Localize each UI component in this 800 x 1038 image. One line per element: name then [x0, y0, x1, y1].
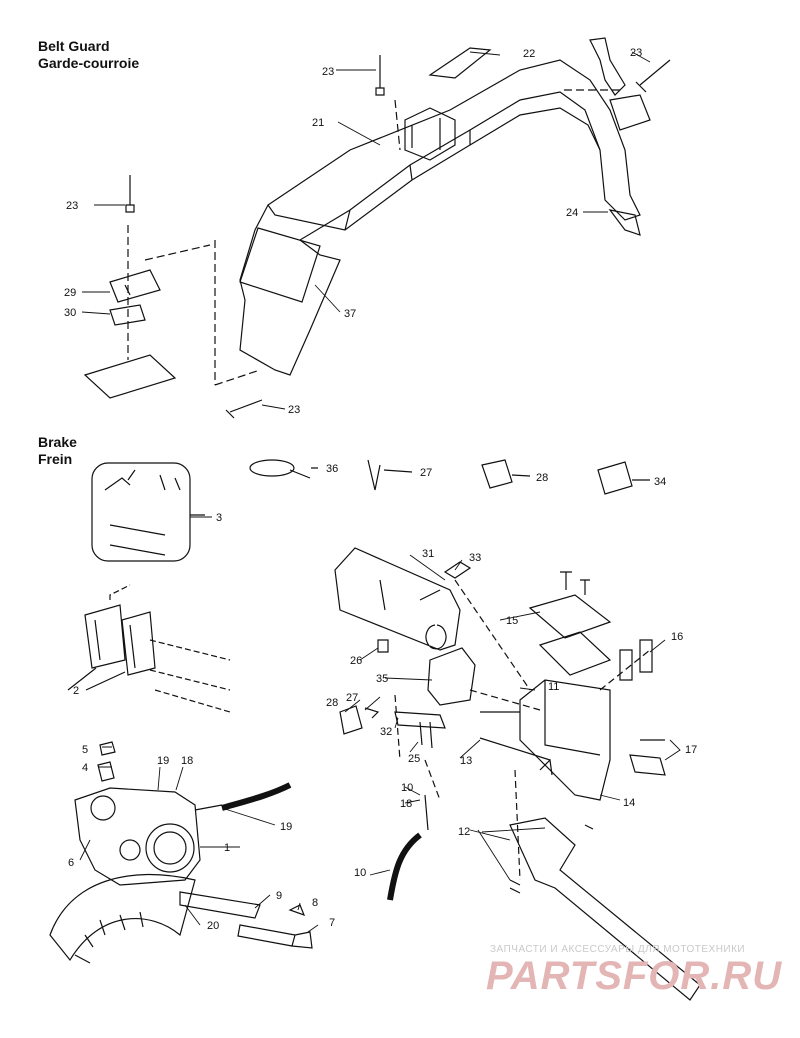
reservoir-cover-15 — [528, 594, 612, 676]
callout-label: 20 — [207, 920, 219, 932]
switch-35 — [427, 647, 476, 706]
callout-label: 19 — [280, 821, 292, 833]
callout-label: 35 — [376, 673, 388, 685]
callout-label: 31 — [422, 548, 434, 560]
brake-title: Brake Frein — [38, 434, 77, 468]
callout-label: 17 — [685, 744, 697, 756]
latch-24 — [608, 209, 641, 236]
callout-label: 25 — [408, 753, 420, 765]
brake-hose-upper — [387, 832, 422, 901]
callout-label: 27 — [346, 692, 358, 704]
bracket-29 — [109, 269, 161, 303]
watermark-tagline: ЗАПЧАСТИ И АКСЕССУАРЫ ДЛЯ МОТОТЕХНИКИ — [490, 944, 746, 955]
kit-box-3 — [91, 462, 191, 562]
clip-22 — [428, 47, 492, 79]
belt-guard-title-en: Belt Guard — [38, 38, 110, 54]
spring-36 — [249, 459, 295, 477]
callout-label: 23 — [322, 66, 334, 78]
callout-label: 22 — [523, 48, 535, 60]
callout-label: 30 — [64, 307, 76, 319]
brake-disc-20 — [49, 873, 196, 962]
callout-label: 29 — [64, 287, 76, 299]
callout-label: 23 — [288, 404, 300, 416]
callout-label: 2 — [73, 685, 79, 697]
label-33 — [443, 561, 472, 579]
belt-guard-top-bracket — [404, 107, 456, 161]
bleeder-cap-5 — [99, 741, 116, 756]
banjo-17 — [629, 739, 666, 776]
belt-guard-title: Belt Guard Garde-courroie — [38, 38, 139, 72]
callout-label: 34 — [654, 476, 666, 488]
caliper-1 — [74, 787, 201, 886]
spacer-9 — [179, 891, 261, 919]
cap-screws — [560, 571, 590, 595]
callout-label: 3 — [216, 512, 222, 524]
housing-31 — [334, 547, 461, 651]
callout-label: 24 — [566, 207, 578, 219]
screws-16 — [619, 639, 653, 681]
screw-26 — [377, 639, 389, 653]
callout-label: 4 — [82, 762, 88, 774]
brake-lever-12 — [509, 817, 701, 1001]
callout-label: 11 — [548, 681, 559, 693]
brake-line-13 — [479, 711, 553, 776]
callout-label: 18 — [400, 798, 412, 810]
callout-label: 10 — [354, 867, 366, 879]
belt-guard-body — [239, 59, 641, 376]
rivet-23-left — [125, 175, 135, 213]
brake-title-fr: Frein — [38, 451, 73, 467]
callout-label: 33 — [469, 552, 481, 564]
plate-30 — [109, 304, 146, 326]
rivet-23-bottom — [225, 399, 263, 419]
screws-25 — [419, 721, 433, 749]
callout-label: 12 — [458, 826, 470, 838]
callout-label: 1 — [224, 842, 230, 854]
callout-label: 28 — [536, 472, 548, 484]
callout-label: 18 — [181, 755, 193, 767]
belt-guard-label-plate — [239, 227, 321, 303]
callout-label: 27 — [420, 467, 432, 479]
rivet-23-right — [635, 59, 671, 93]
bleeder-4 — [97, 761, 115, 782]
callout-label: 23 — [66, 200, 78, 212]
bolt-7 — [237, 924, 313, 949]
pin-27-lower — [364, 707, 380, 719]
brake-hose-lower — [221, 782, 292, 811]
callout-label: 6 — [68, 857, 74, 869]
belt-guard-group — [81, 37, 671, 419]
callout-label: 28 — [326, 697, 338, 709]
pin-27-top — [367, 459, 413, 491]
callout-label: 14 — [623, 797, 635, 809]
block-28-top — [481, 459, 531, 489]
callout-label: 13 — [460, 755, 472, 767]
rivet-23-top — [375, 55, 385, 96]
callout-label: 5 — [82, 744, 88, 756]
callout-label: 19 — [157, 755, 169, 767]
block-28-lower — [339, 705, 363, 735]
callout-label: 26 — [350, 655, 362, 667]
master-cylinder-11 — [519, 679, 611, 801]
brake-group — [49, 459, 701, 1001]
callout-label: 10 — [401, 782, 413, 794]
callout-label: 9 — [276, 890, 282, 902]
base-plate — [83, 354, 177, 399]
callout-label: 7 — [329, 917, 335, 929]
callout-label: 36 — [326, 463, 338, 475]
brake-title-en: Brake — [38, 434, 77, 450]
callout-label: 32 — [380, 726, 392, 738]
callout-label: 23 — [630, 47, 642, 59]
callout-label: 21 — [312, 117, 324, 129]
pin-8 — [288, 904, 306, 917]
watermark-brand: PARTSFOR.RU — [486, 954, 783, 998]
callout-label: 37 — [344, 308, 356, 320]
belt-guard-title-fr: Garde-courroie — [38, 55, 140, 71]
brake-pads-2 — [84, 604, 156, 676]
callout-label: 8 — [312, 897, 318, 909]
callout-label: 15 — [506, 615, 518, 627]
block-34 — [597, 461, 650, 495]
callout-label: 16 — [671, 631, 683, 643]
